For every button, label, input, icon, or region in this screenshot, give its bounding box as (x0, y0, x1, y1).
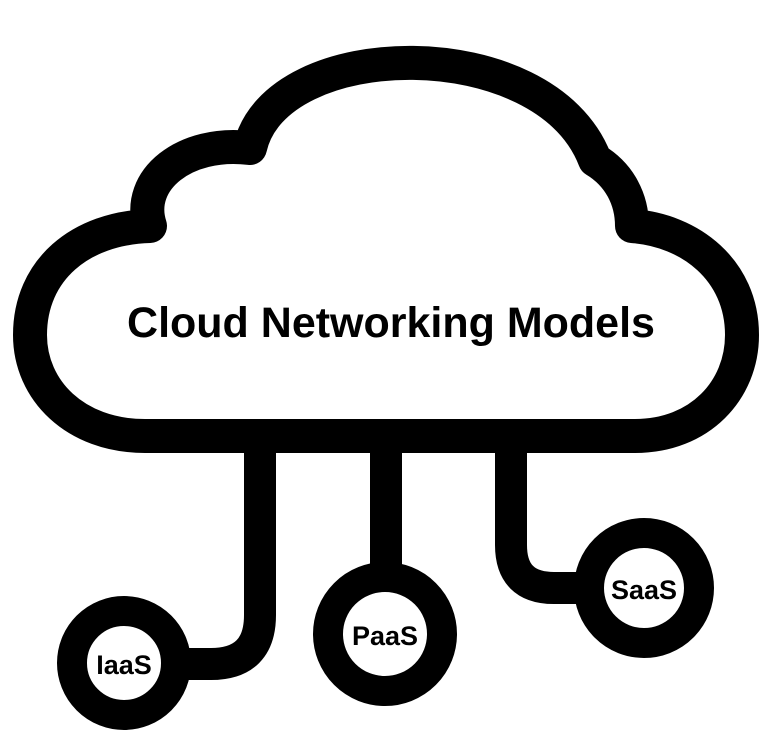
connector-iaas (188, 450, 276, 680)
node-saas-circle (574, 518, 714, 658)
node-paas-circle (313, 562, 457, 706)
node-iaas-label: IaaS (96, 650, 152, 680)
diagram-title: Cloud Networking Models (127, 299, 655, 347)
node-iaas: IaaS (57, 596, 191, 730)
node-saas: SaaS (574, 518, 714, 658)
node-saas-label: SaaS (611, 575, 677, 605)
cloud-shape (13, 45, 759, 453)
node-iaas-circle (57, 596, 191, 730)
node-paas-label: PaaS (352, 621, 418, 651)
node-paas: PaaS (313, 562, 457, 706)
connector-saas (495, 450, 582, 604)
